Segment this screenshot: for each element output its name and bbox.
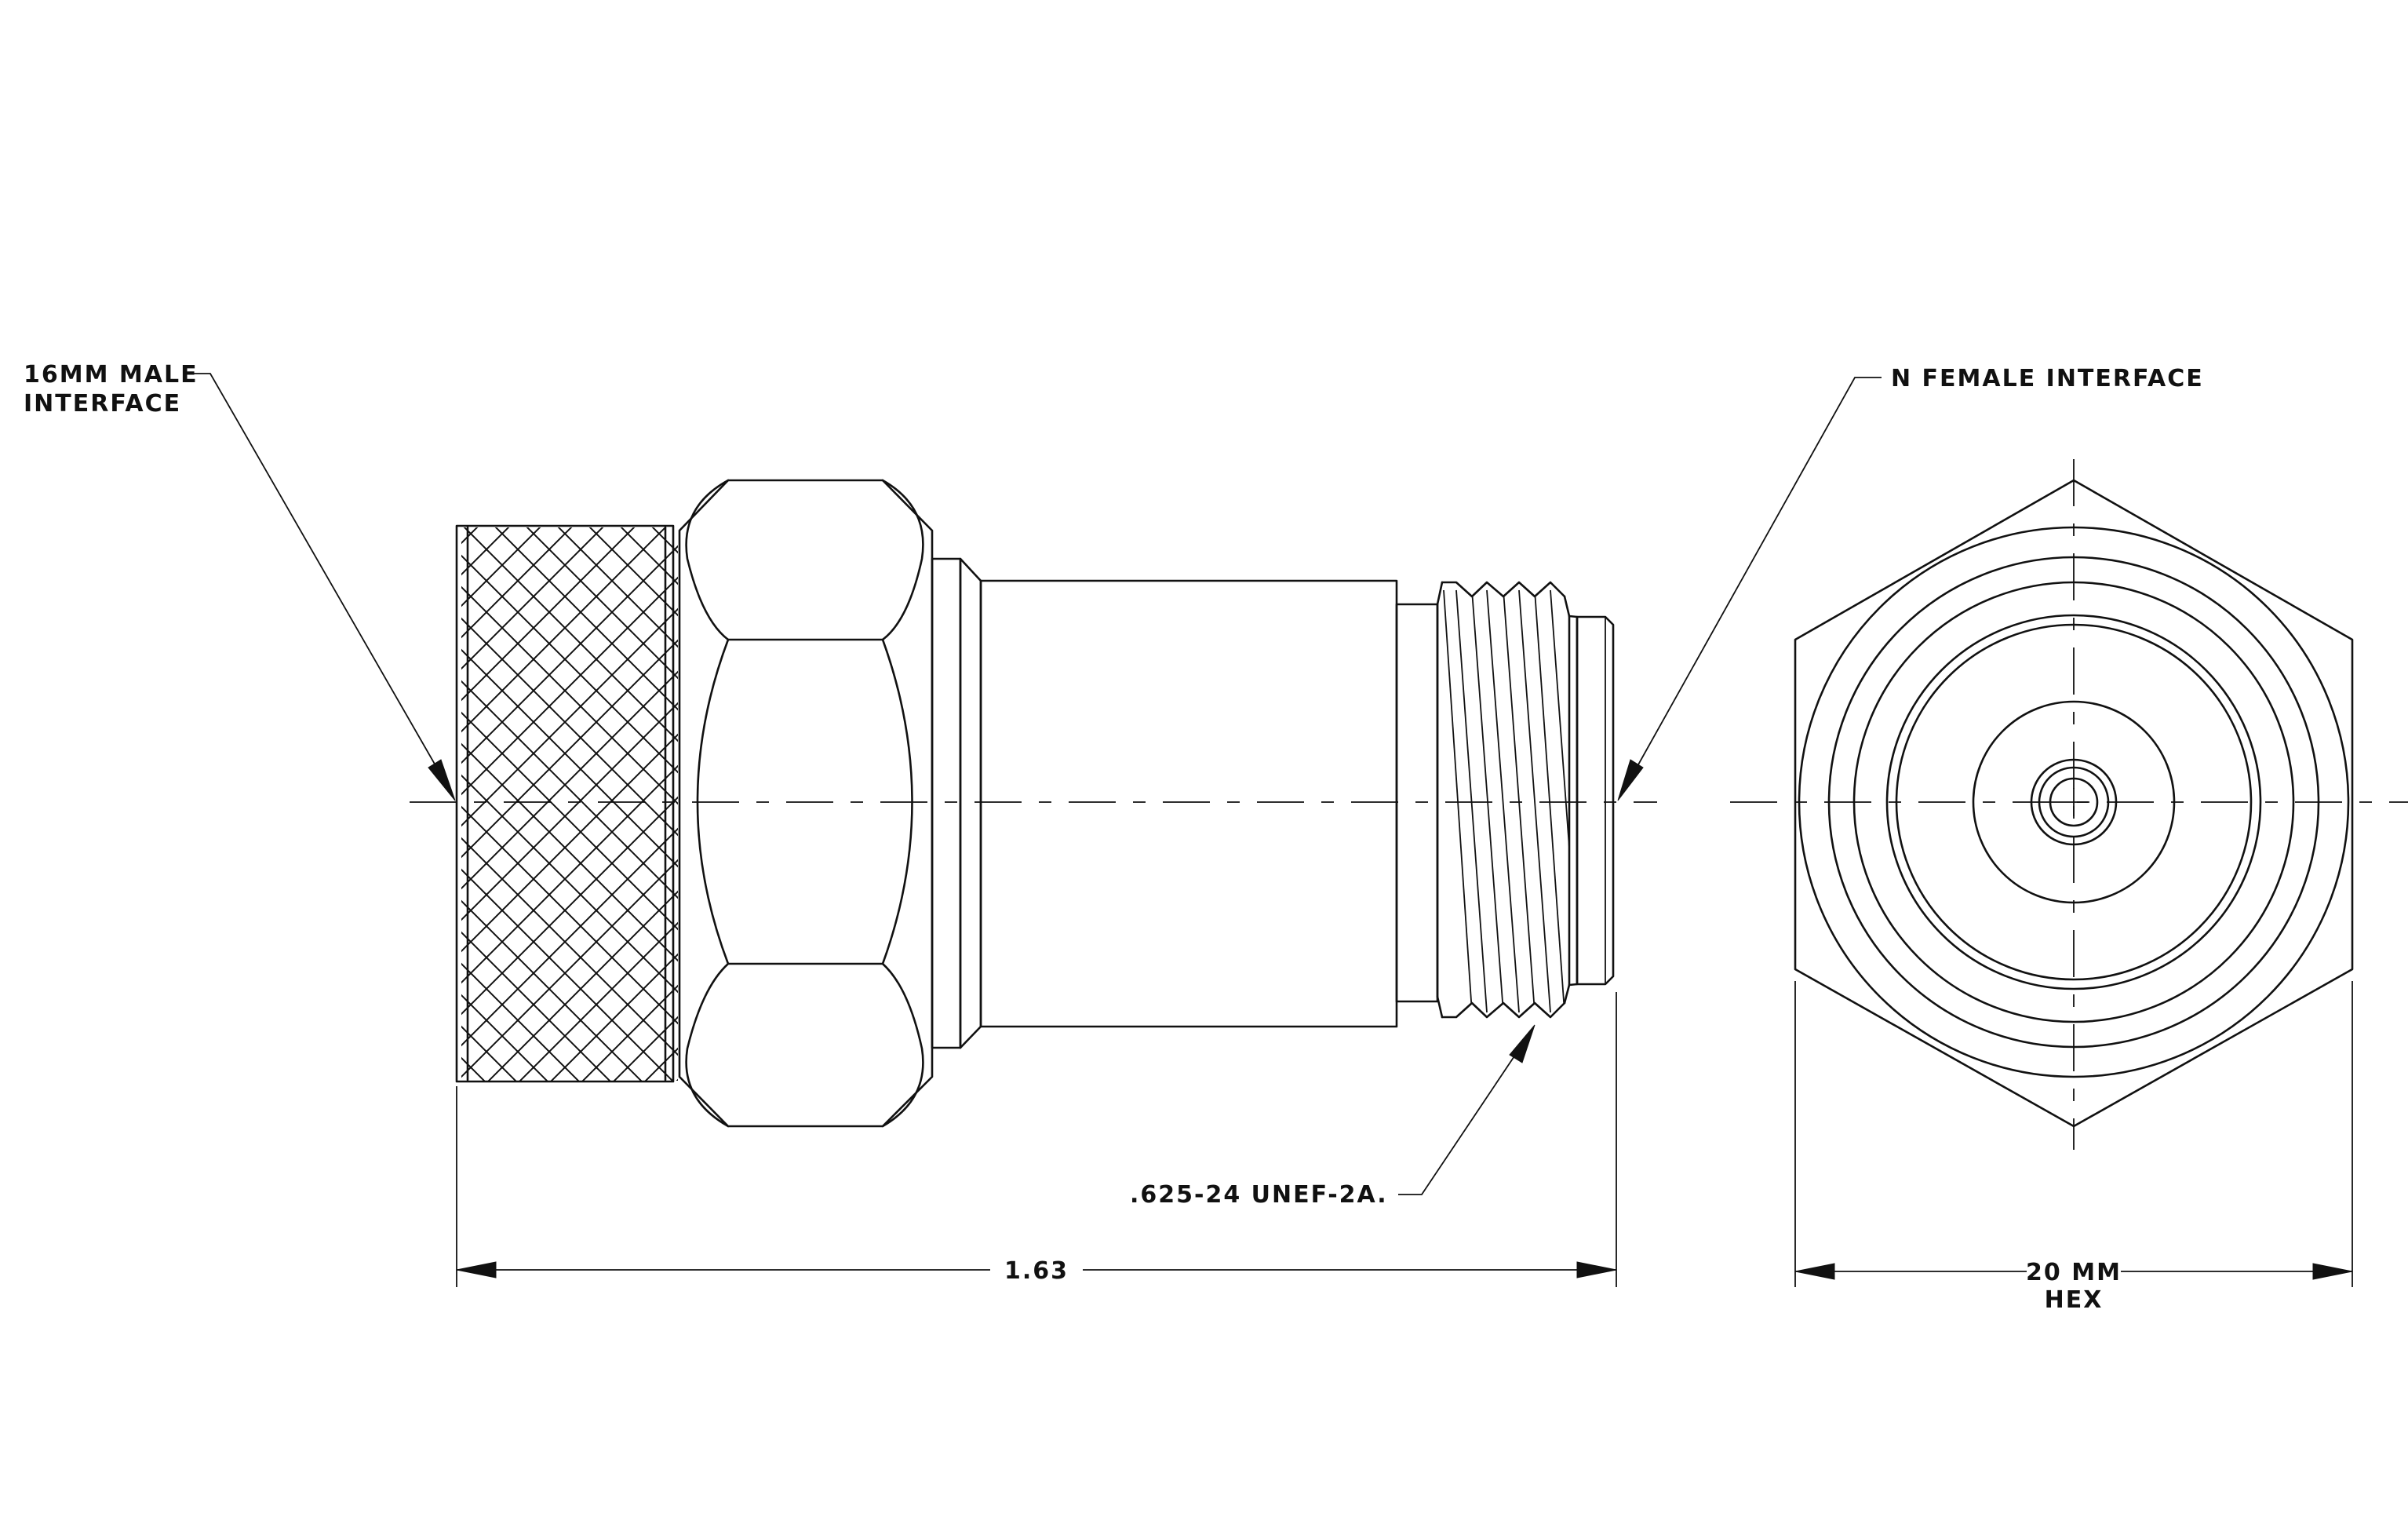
threaded-section — [1436, 581, 1571, 1019]
dimension-arrow-right — [1576, 1261, 1617, 1278]
female-tip — [1568, 615, 1615, 987]
side-view — [410, 479, 1657, 1128]
arrow-head — [1617, 759, 1644, 801]
knurled-coupling-nut — [455, 524, 678, 1083]
dimension-arrow-right — [2312, 1263, 2353, 1280]
end-view — [1730, 459, 2408, 1150]
hex-dimension: 20 MM HEX — [1794, 981, 2353, 1314]
female-interface-label: N FEMALE INTERFACE — [1891, 365, 2204, 392]
hex-body — [678, 479, 934, 1128]
collar — [931, 557, 982, 1049]
male-interface-callout: 16MM MALE INTERFACE — [24, 361, 456, 801]
length-value: 1.63 — [1004, 1257, 1069, 1285]
thread-callout: .625-24 UNEF-2A. — [1130, 1024, 1536, 1209]
hex-label: HEX — [2045, 1286, 2104, 1314]
barrel — [979, 579, 1398, 1028]
thread-spec-label: .625-24 UNEF-2A. — [1130, 1181, 1388, 1209]
length-dimension: 1.63 — [456, 992, 1617, 1287]
dimension-arrow-left — [1794, 1263, 1835, 1280]
dimension-arrow-left — [456, 1261, 497, 1278]
arrow-head — [1509, 1024, 1536, 1063]
male-interface-label-line2: INTERFACE — [24, 390, 181, 418]
arrow-head — [428, 759, 456, 801]
hex-size-value: 20 MM — [2026, 1259, 2122, 1286]
neck — [1395, 603, 1439, 1003]
female-interface-callout: N FEMALE INTERFACE — [1617, 365, 2204, 801]
male-interface-label-line1: 16MM MALE — [24, 361, 199, 388]
